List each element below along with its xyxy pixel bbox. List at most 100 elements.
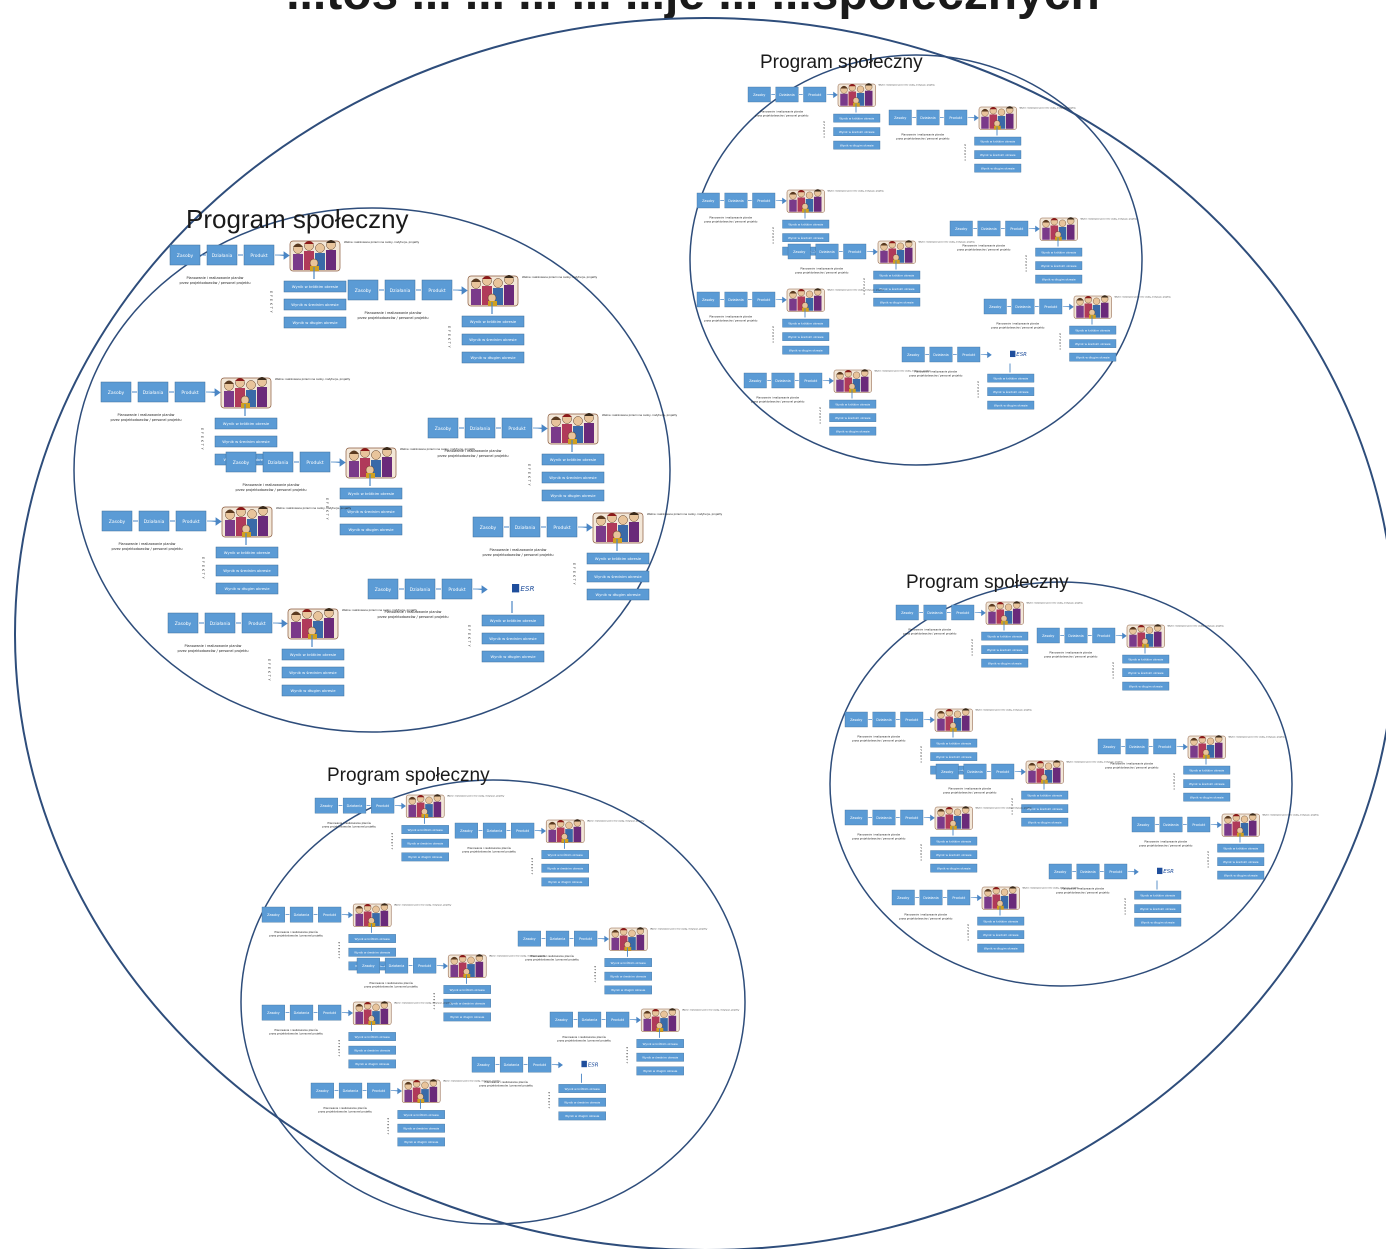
outcome-label: Wynik w średnim okresie: [564, 1101, 600, 1105]
outcome-box: [215, 582, 279, 595]
planning-note: Planowanie i realizowanie planów: [490, 548, 547, 552]
outcome-label: Wynik w długim okresie: [1224, 873, 1258, 877]
effects-label: EFEKTY: [1206, 852, 1209, 870]
outcome-label: Wynik w krótkim okresie: [835, 402, 870, 406]
stage-box-label: Zasoby: [702, 199, 714, 203]
outcome-label: Wynik w średnim okresie: [642, 1056, 678, 1060]
planning-note: Planowanie i realizowanie planów: [485, 1080, 528, 1084]
stage-box-label: Zasoby: [375, 587, 392, 593]
outcome-box: [481, 650, 545, 663]
effects-label: EFEKTY: [822, 122, 825, 140]
planning-note: przez projektodawców / personel projektu: [479, 1084, 533, 1088]
stage-box: [895, 604, 919, 621]
planning-note: Planowanie i realizowanie planów: [948, 787, 991, 791]
flow-arrow: [1127, 868, 1139, 876]
stage-box: [174, 381, 206, 403]
outcome-label: Wynik w średnim okresie: [1027, 807, 1063, 811]
outcome-box: [1035, 274, 1083, 284]
side-note: Ważne: realizowane przez inne osoby, ins…: [1067, 761, 1124, 764]
people-group-icon: [786, 188, 825, 213]
stage-box: [261, 1004, 285, 1021]
stage-box-label: Zasoby: [989, 305, 1001, 309]
stage-box: [900, 809, 924, 826]
flow-arrow: [1014, 768, 1026, 776]
planning-note: Planowanie i realizowanie planów: [1144, 840, 1187, 844]
stage-box: [949, 220, 973, 237]
outcome-box: [586, 588, 650, 601]
effects-label: EFEKTY: [337, 942, 340, 960]
stage-box: [724, 291, 748, 308]
stage-box: [262, 451, 294, 473]
stage-box: [1125, 738, 1149, 755]
stage-box-label: Produkt: [1192, 823, 1206, 827]
side-note: Ważne: realizowane przez inne osoby, ins…: [976, 807, 1033, 810]
outcome-box: [541, 489, 605, 502]
effects-label: EFEKTY: [966, 925, 969, 943]
stage-box: [549, 1011, 573, 1028]
people-group-icon: [978, 105, 1017, 130]
stage-box: [944, 109, 968, 126]
outcome-label: Wynik w długim okresie: [404, 1140, 438, 1144]
flow-arrow: [775, 296, 787, 304]
efs-logo-icon: [512, 584, 535, 594]
stage-box-label: Zasoby: [175, 621, 192, 627]
side-note: Ważne: realizowane przez inne osoby, ins…: [344, 240, 420, 244]
planning-note: przez projektodawców / personel projektu: [269, 1032, 323, 1036]
planning-note: przez projektodawców / personel projektu: [1056, 890, 1110, 894]
outcome-label: Wynik w średnim okresie: [354, 951, 390, 955]
stage-box-label: Działania: [923, 896, 938, 900]
stage-box: [384, 957, 409, 974]
outcome-label: Wynik w średnim okresie: [223, 568, 271, 573]
stage-box-label: Działania: [775, 379, 790, 383]
stage-box: [454, 822, 478, 839]
planning-note: Planowanie i realizowanie planów: [365, 311, 422, 315]
stage-box: [471, 1056, 495, 1073]
program-label: Program społeczny: [327, 765, 490, 786]
stage-box: [367, 578, 399, 600]
side-note: Ważne: realizowane przez inne osoby, ins…: [1023, 887, 1080, 890]
stage-box-label: Produkt: [952, 896, 966, 900]
stage-box-label: Produkt: [306, 460, 323, 466]
outcome-box: [443, 1012, 491, 1022]
planning-note: Planowanie i realizowanie planów: [185, 644, 242, 648]
outcome-label: Wynik w długim okresie: [224, 586, 270, 591]
stage-box-label: Zasoby: [362, 964, 374, 968]
stage-box: [241, 612, 273, 634]
outcome-label: Wynik w krótkim okresie: [1075, 328, 1110, 332]
title-strip: ...toś ... ... ... ... ...je ... ...społ…: [0, 0, 1386, 24]
stage-box-label: Działania: [933, 353, 948, 357]
flow-arrow: [341, 911, 353, 919]
outcome-label: Wynik w krótkim okresie: [224, 550, 271, 555]
stage-box: [206, 244, 238, 266]
program-circle: [240, 779, 746, 1225]
stage-box: [923, 604, 947, 621]
stage-box-label: Działania: [390, 288, 411, 294]
outcome-box: [461, 315, 525, 328]
stage-box-label: Zasoby: [316, 1089, 328, 1093]
planning-note: Planowanie i realizowanie planów: [324, 1106, 367, 1110]
effects-label: EFEKTY: [976, 382, 979, 400]
people-group-icon: [877, 239, 916, 264]
outcome-label: Wynik w długim okresie: [355, 1062, 389, 1066]
outcome-box: [1021, 804, 1069, 813]
outcome-box: [1183, 779, 1231, 788]
flow-arrow: [206, 388, 221, 397]
stage-box: [947, 889, 971, 906]
outcome-label: Wynik w średnim okresie: [839, 130, 875, 134]
outcome-box: [443, 998, 491, 1008]
outcome-label: Wynik w średnim okresie: [835, 416, 871, 420]
stage-box-label: Produkt: [182, 519, 199, 525]
outcome-box: [339, 487, 403, 500]
people-group-icon: [447, 953, 487, 979]
stage-box-label: Zasoby: [1054, 870, 1066, 874]
stage-box: [342, 797, 367, 814]
outcome-box: [987, 387, 1035, 396]
stage-box-label: Działania: [410, 587, 431, 593]
